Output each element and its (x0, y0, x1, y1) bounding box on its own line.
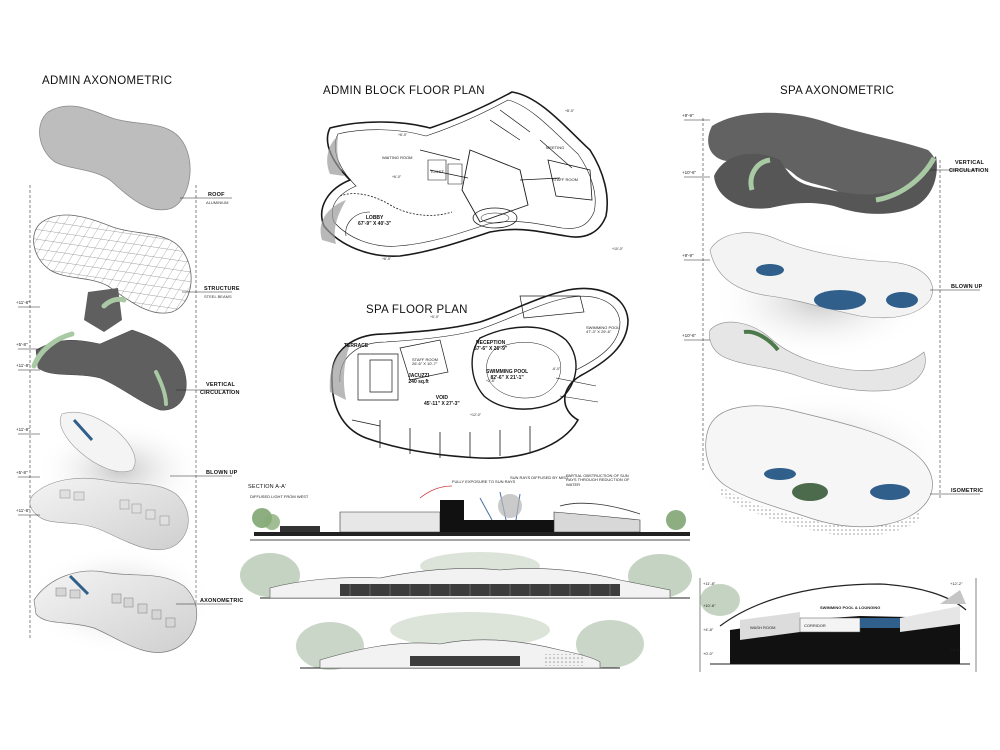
spa-void-dim: 45'-11" X 27'-3" (424, 400, 460, 407)
admin-level-tag: +11'-8" (16, 427, 30, 432)
section-note-sun-rays: SUN RAYS DIFFUSED BY MIST (510, 475, 569, 480)
section-heading: SECTION A-A' (248, 484, 287, 490)
admin-toilet-label: TOILET (430, 169, 444, 174)
svg-text:+6'-0": +6'-0" (382, 257, 392, 261)
structure-label: STRUCTURE (204, 286, 240, 292)
spa-reception-name: RECEPTION (476, 340, 506, 346)
svg-text:+2'-6": +2'-6" (486, 379, 496, 383)
spa-staff-dim: 26'-6" X 10'-7" (412, 361, 438, 367)
spa-level-tag: +10'-6" (682, 170, 697, 175)
spa-swimming-dim: 82'-6" X 21'-1" (490, 374, 524, 381)
spa-level-tag: +9'-9" (682, 113, 694, 118)
admin-blownup-lower (29, 477, 189, 551)
admin-staff-label: STAFF ROOM (552, 177, 578, 182)
spa-terrace-label: TERRACE (344, 343, 369, 349)
admin-meeting-label: MEETING (546, 145, 565, 150)
spa-section-level-left: +4'-8" (703, 627, 714, 632)
spa-staff-name: STAFF ROOM (412, 357, 438, 362)
admin-structure-grid (33, 214, 192, 314)
spa-section-drawing (699, 578, 977, 672)
admin-slab-mid (35, 329, 187, 411)
spa-blown-up-label: BLOWN UP (951, 284, 983, 290)
spa-swimming2-dim: 47'-3" X 29'-6" (586, 329, 612, 335)
spa-section-pool-label: SWIMMING POOL & LOUNGING (820, 605, 881, 610)
roof-sub-label: ALUMINIUM (206, 200, 229, 205)
admin-level-tag: +5'-8" (16, 342, 28, 347)
section-note-partial: PARTIAL OBSTRUCTION OF SUN RAYS THROUGH … (566, 473, 630, 487)
axonometric-label: AXONOMETRIC (200, 598, 244, 604)
circulation-label: CIRCULATION (200, 390, 240, 396)
blown-up-label: BLOWN UP (206, 470, 238, 476)
spa-vertical-label: VERTICAL (955, 160, 985, 166)
admin-floor-plan-drawing (320, 91, 609, 257)
spa-blownup-lower (709, 321, 926, 392)
spa-staff-label: STAFF ROOM 26'-6" X 10'-7" (412, 357, 438, 367)
structure-sub-label: STEEL BEAMS (204, 294, 232, 299)
admin-lobby-name: LOBBY (365, 215, 384, 221)
admin-lobby-dim: 67'-9" X 40'-3" (358, 220, 392, 227)
spa-void-label: VOID 45'-11" X 27'-3" (424, 395, 460, 408)
spa-blownup-upper (709, 232, 933, 318)
section-a-drawing (250, 485, 690, 541)
spa-level-tag: +9'-9" (682, 253, 694, 258)
spa-swimming-label: SWIMMING POOL 82'-6" X 21'-1" (486, 369, 529, 382)
spa-section-corridor-label: CORRIDOR (804, 623, 826, 628)
svg-text:+10'-0": +10'-0" (612, 247, 624, 251)
admin-lobby-label: LOBBY 67'-9" X 40'-3" (358, 215, 392, 228)
spa-reception-label: RECEPTION 57'-6" X 26'-9" (474, 340, 508, 353)
spa-floor-plan-heading: SPA FLOOR PLAN (366, 304, 468, 316)
spa-floor-plan-drawing (331, 287, 629, 459)
svg-text:-6'-0": -6'-0" (552, 367, 561, 371)
section-note-full-exposure: FULLY EXPOSURE TO SUN RAYS (452, 479, 516, 484)
admin-waiting-label: WAITING ROOM (382, 155, 413, 160)
admin-floor-plan-heading: ADMIN BLOCK FLOOR PLAN (323, 85, 485, 97)
spa-section-level-left: +10'-6" (703, 603, 716, 608)
spa-section-level-right: +1'-6" (950, 647, 961, 652)
svg-text:+5'-0": +5'-0" (430, 315, 440, 319)
spa-jacuzzi-label: JACUZZI 240 sq.ft (408, 373, 430, 386)
vertical-label: VERTICAL (206, 382, 236, 388)
spa-section-level-left: +11'-8" (703, 581, 716, 586)
admin-level-tag: +5'-8" (16, 470, 28, 475)
admin-level-tag: +11'-8" (16, 300, 30, 305)
spa-axonometric-heading: SPA AXONOMETRIC (780, 85, 895, 97)
spa-isometric-label: ISOMETRIC (951, 488, 984, 494)
spa-jacuzzi-dim: 240 sq.ft (408, 378, 429, 385)
spa-swimming2-name: SWIMMING POOL (586, 325, 620, 330)
spa-void-name: VOID (435, 395, 448, 401)
spa-reception-dim: 57'-6" X 26'-9" (474, 345, 508, 352)
svg-text:+12'-0": +12'-0" (470, 413, 482, 417)
admin-roof-slab (39, 105, 191, 211)
admin-level-tag: +11'-8" (16, 508, 30, 513)
elevation-1-drawing (240, 552, 692, 599)
spa-section-wash-label: WASH ROOM (750, 625, 776, 630)
spa-level-tag: +10'-6" (682, 333, 697, 338)
admin-level-tag: +11'-8" (16, 363, 30, 368)
spa-circulation-label: CIRCULATION (949, 168, 989, 174)
svg-text:+8'-0": +8'-0" (565, 109, 575, 113)
spa-roof-slab (708, 112, 937, 207)
roof-label: ROOF (208, 192, 225, 198)
admin-axonometric-heading: ADMIN AXONOMETRIC (42, 75, 173, 87)
spa-jacuzzi-name: JACUZZI (408, 373, 430, 379)
admin-circulation-curve (31, 331, 75, 369)
svg-text:+6'-0": +6'-0" (392, 175, 402, 179)
elevation-2-drawing (296, 612, 644, 670)
spa-section-level-right: +12'-2" (950, 581, 963, 586)
section-note-partial-2: RAYS THROUGH REDUCTION OF (566, 477, 630, 483)
spa-section-level-left: +0'-0" (703, 651, 714, 656)
section-note-diffused: DIFFUSED LIGHT FROM WEST (250, 494, 309, 499)
admin-slab-upper (84, 288, 122, 332)
svg-text:+6'-0": +6'-0" (398, 133, 408, 137)
spa-swimming-name: SWIMMING POOL (486, 369, 529, 375)
spa-swimming2-label: SWIMMING POOL 47'-3" X 29'-6" (586, 325, 620, 335)
section-note-partial-1: PARTIAL OBSTRUCTION OF SUN (566, 473, 629, 478)
section-note-partial-3: WATER (566, 481, 580, 487)
